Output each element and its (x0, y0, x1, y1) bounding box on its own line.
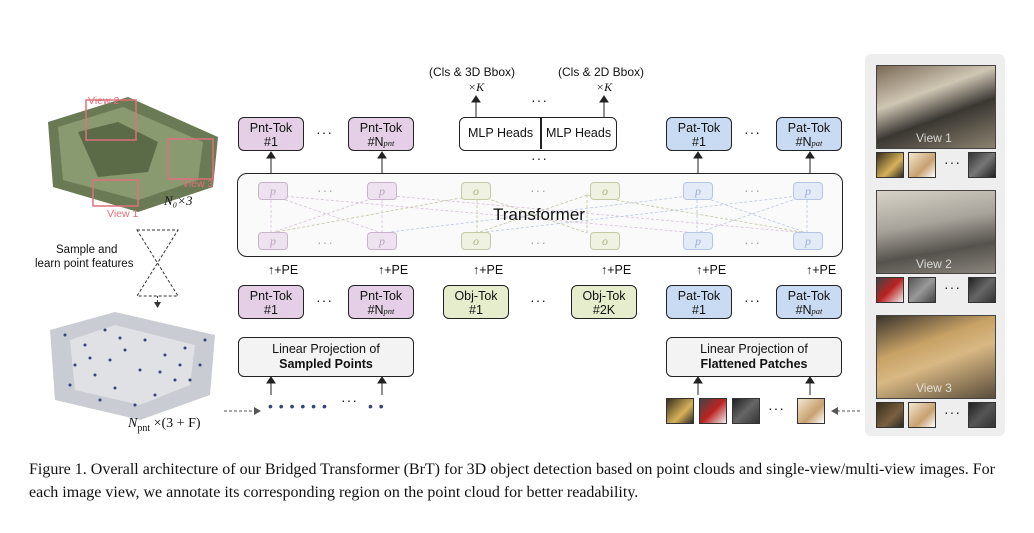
npnt-label: Npnt ×(3 + F) (128, 416, 201, 434)
pnt-tok-n-top: Pnt-Tok#Npnt (348, 117, 414, 151)
ellipsis: ··· (744, 124, 761, 140)
input-arrow-right (831, 407, 860, 415)
view2-label: View 2 (88, 95, 120, 107)
transformer-block (237, 173, 843, 257)
mlp-heads-3d: MLP Heads (468, 126, 534, 140)
o-pat-l1-last: o (590, 182, 620, 200)
view3-image (876, 315, 996, 399)
view2-image-label: View 2 (916, 257, 952, 271)
view1-image-label: View 1 (916, 131, 952, 145)
point-cloud-sampled (50, 312, 215, 420)
mlp-divider (540, 118, 542, 149)
ellipsis: ··· (316, 292, 333, 308)
o-pnt-l-first: o (461, 232, 491, 250)
pat-tok-n-bottom: Pat-Tok#Npat (776, 285, 842, 319)
ellipsis: ··· (944, 279, 961, 295)
point-cloud-top (48, 97, 218, 212)
pe-label: ↑+PE (806, 263, 837, 277)
ellipsis: ··· (944, 154, 961, 170)
times-k-3d: ×K (468, 80, 485, 94)
mlp-heads-block: MLP Heads MLP Heads (459, 117, 617, 151)
mlp-heads-2d: MLP Heads (546, 126, 612, 140)
view2-thumb (908, 277, 936, 303)
ellipsis: ··· (744, 292, 761, 308)
p-pnt-l1-last: p (367, 182, 397, 200)
figure-caption: Figure 1. Overall architecture of our Br… (29, 461, 995, 501)
p-pat-l1-first: p (683, 182, 713, 200)
obj-tok-1: Obj-Tok#1 (443, 285, 509, 319)
pnt-tok-n-bottom: Pnt-Tok#Npnt (348, 285, 414, 319)
view1-label: View 1 (107, 208, 139, 220)
pe-label: ↑+PE (378, 263, 409, 277)
pe-label: ↑+PE (268, 263, 299, 277)
ellipsis: ··· (530, 234, 547, 250)
patch-thumb (797, 398, 825, 424)
view2-thumb (876, 277, 904, 303)
p-pnt-l1-first: p (258, 182, 288, 200)
pnt-tok-1-top: Pnt-Tok#1 (238, 117, 304, 151)
ellipsis: ··· (341, 392, 358, 408)
view3-box (167, 138, 214, 180)
view3-thumb (876, 402, 904, 428)
pe-label: ↑+PE (601, 263, 632, 277)
ellipsis: ··· (530, 182, 547, 198)
view3-label: View 3 (182, 178, 214, 190)
arrows-out-of-transformer (266, 151, 815, 173)
view1-image (876, 65, 996, 149)
transformer-label: Transformer (493, 205, 585, 224)
ellipsis: ··· (531, 150, 548, 166)
pat-tok-1-bottom: Pat-Tok#1 (666, 285, 732, 319)
ellipsis: ··· (744, 234, 761, 250)
ellipsis: ··· (317, 234, 334, 250)
pat-tok-n-top: Pat-Tok#Npat (776, 117, 842, 151)
ellipsis: ··· (531, 92, 548, 108)
ellipsis: ··· (317, 182, 334, 198)
pe-label: ↑+PE (696, 263, 727, 277)
attention-lines (270, 194, 808, 234)
ellipsis: ··· (316, 124, 333, 140)
o-pnt-l1-first: o (461, 182, 491, 200)
sampled-points-dots-end: • • (368, 398, 385, 414)
p-pat-l1-last: p (793, 182, 823, 200)
learn-label: learn point features (35, 258, 134, 270)
sample-label: Sample and (56, 244, 118, 256)
sample-hourglass (136, 229, 179, 308)
p-pnt-l-first: p (258, 232, 288, 250)
view1-thumb (968, 152, 996, 178)
linear-projection-points: Linear Projection of Sampled Points (238, 337, 414, 377)
view1-box (92, 179, 139, 207)
pnt-tok-1-bottom: Pnt-Tok#1 (238, 285, 304, 319)
pe-label: ↑+PE (473, 263, 504, 277)
view1-thumb (908, 152, 936, 178)
patch-thumb (666, 398, 694, 424)
times-k-2d: ×K (596, 80, 613, 94)
p-pat-l-last: p (793, 232, 823, 250)
ellipsis: ··· (530, 292, 547, 308)
view3-image-label: View 3 (916, 381, 952, 395)
cls-2d-label: (Cls & 2D Bbox) (558, 65, 645, 79)
sampled-points-dots: • • • • • • (268, 398, 328, 414)
view3-thumb (968, 402, 996, 428)
ellipsis: ··· (768, 400, 785, 416)
o-pat-l-last: o (590, 232, 620, 250)
ellipsis: ··· (744, 182, 761, 198)
pat-tok-1-top: Pat-Tok#1 (666, 117, 732, 151)
ellipsis: ··· (944, 404, 961, 420)
p-pnt-l-last: p (367, 232, 397, 250)
input-arrow-left (224, 407, 261, 415)
view2-thumb (968, 277, 996, 303)
view2-image (876, 190, 996, 274)
view1-thumb (876, 152, 904, 178)
linear-projection-patches: Linear Projection of Flattened Patches (666, 337, 842, 377)
p-pat-l-first: p (683, 232, 713, 250)
view3-thumb (908, 402, 936, 428)
obj-tok-2k: Obj-Tok#2K (571, 285, 637, 319)
arrows-into-projection (266, 377, 815, 395)
arrows-to-outputs (471, 95, 609, 117)
cls-3d-label: (Cls & 3D Bbox) (429, 65, 516, 79)
patch-thumb (732, 398, 760, 424)
patch-thumb (699, 398, 727, 424)
view2-box (85, 99, 137, 141)
n0-label: N₀×3 (164, 193, 193, 208)
